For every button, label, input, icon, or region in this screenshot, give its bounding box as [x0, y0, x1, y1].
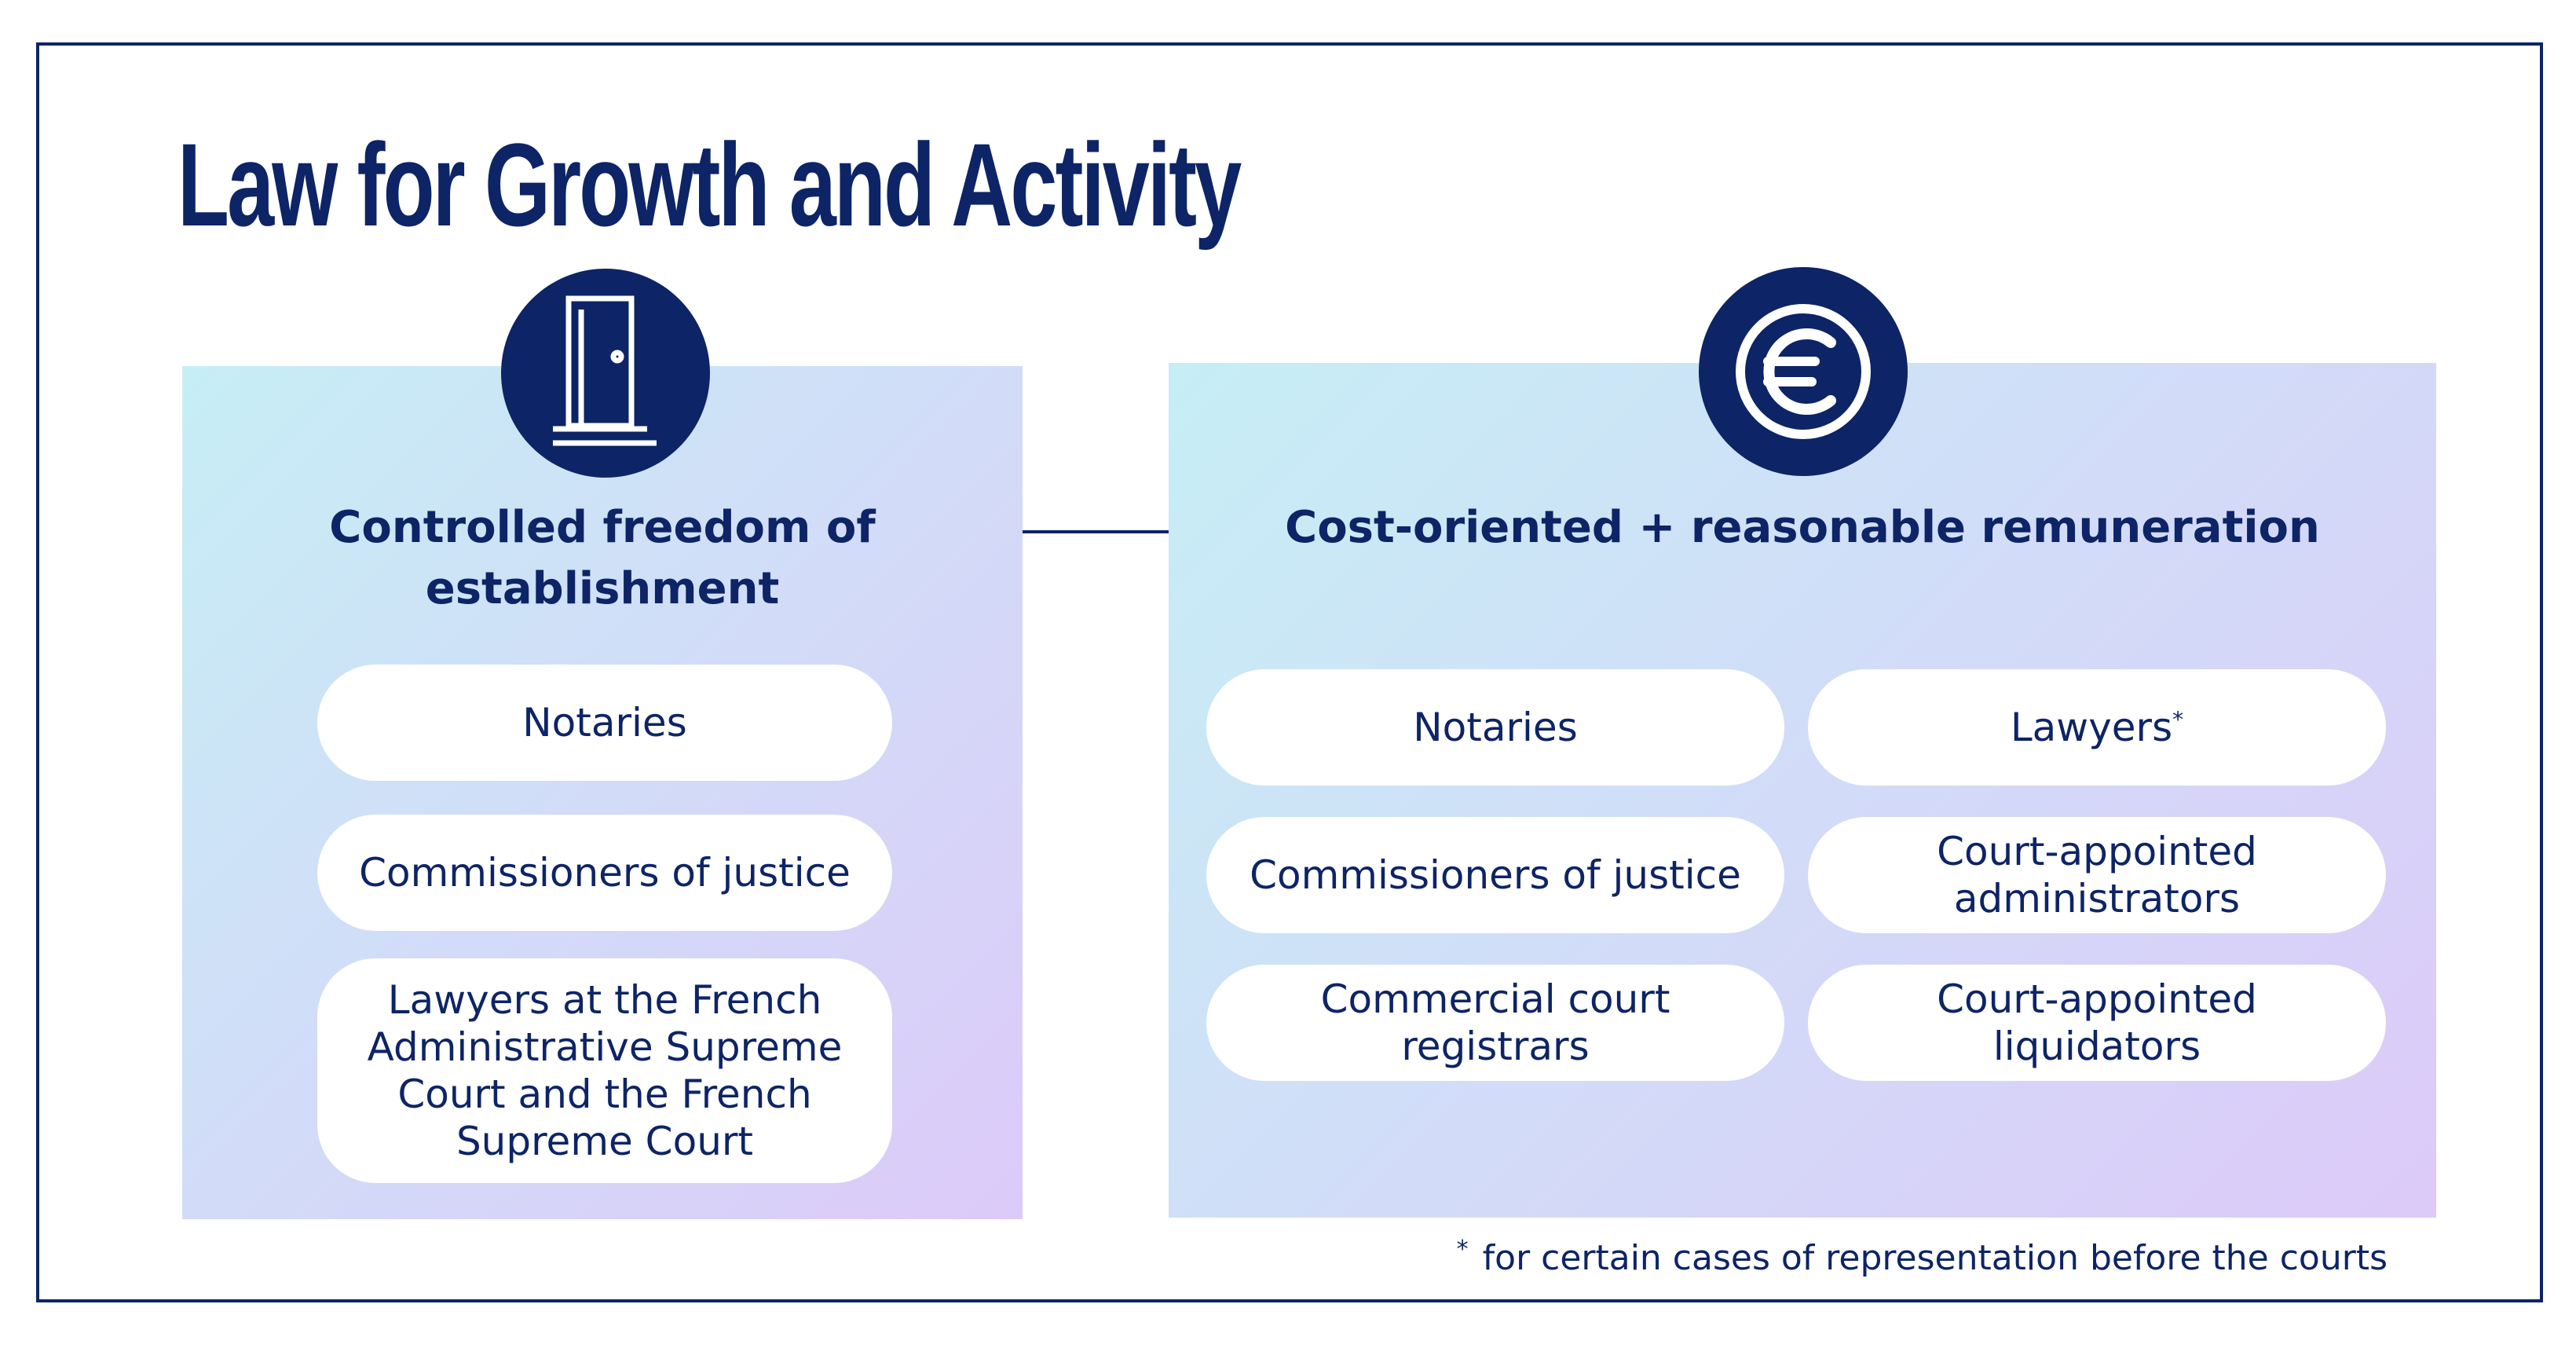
right-item-court-appointed-liquidators: Court-appointed liquidators: [1808, 965, 2386, 1081]
door-icon: [553, 295, 657, 446]
right-panel: [1169, 363, 2436, 1218]
left-item-notaries: Notaries: [317, 665, 892, 781]
panel-connector-line: [1023, 530, 1169, 533]
page-title: Law for Growth and Activity: [177, 119, 1242, 251]
outer-frame: [36, 42, 2543, 1302]
lawyers-footnote-marker: *: [2172, 706, 2184, 733]
right-item-court-appointed-administrators: Court-appointed administrators: [1808, 817, 2386, 933]
left-item-lawyers-supreme-courts: Lawyers at the French Administrative Sup…: [317, 958, 892, 1183]
euro-coin-icon: [1736, 304, 1871, 439]
footnote-text: for certain cases of representation befo…: [1482, 1238, 2388, 1278]
footnote: * for certain cases of representation bef…: [1414, 1235, 2388, 1282]
left-item-commissioners-of-justice: Commissioners of justice: [317, 815, 892, 931]
right-panel-heading: Cost-oriented + reasonable remuneration: [1285, 502, 2320, 553]
left-panel-heading: Controlled freedom of establishment: [329, 502, 876, 614]
right-item-notaries: Notaries: [1206, 669, 1784, 786]
right-item-lawyers: Lawyers*: [1808, 669, 2386, 786]
euro-icon-badge: [1699, 267, 1908, 476]
right-item-commercial-court-registrars: Commercial court registrars: [1206, 965, 1784, 1081]
door-icon-badge: [501, 269, 710, 478]
right-item-commissioners-of-justice: Commissioners of justice: [1206, 817, 1784, 933]
footnote-marker: *: [1456, 1236, 1469, 1264]
